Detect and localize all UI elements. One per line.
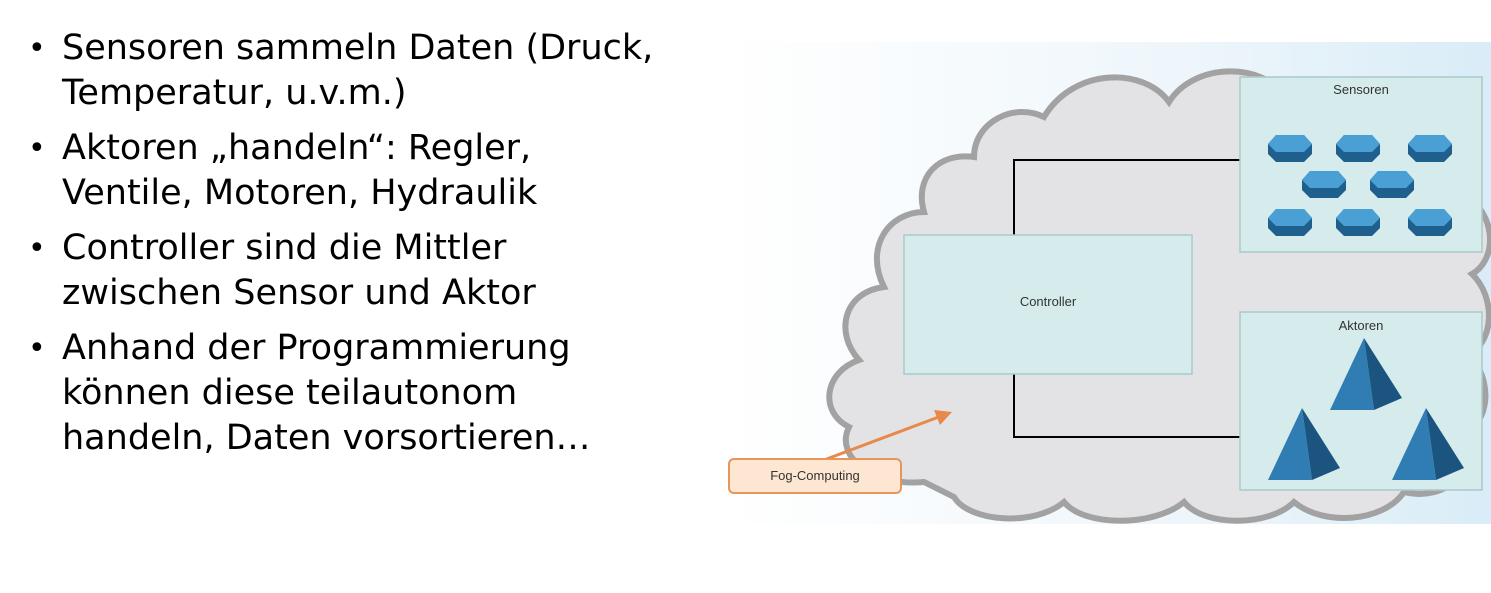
bullet-dot: • [28,131,46,166]
controller-label: Controller [1019,294,1077,309]
sensor-device-icon [1336,135,1380,162]
bullet-dot: • [28,31,46,66]
sensors-label: Sensoren [1333,82,1389,97]
actor-pyramid-icon [1392,408,1464,480]
bullet-line: können diese teilautonom [62,373,518,413]
bullet-item: • Anhand der Programmierung können diese… [20,326,710,461]
connector-actors [1013,374,1240,438]
bullet-line: Controller sind die Mittler [62,228,507,268]
actors-label: Aktoren [1338,318,1384,333]
bullet-line: Aktoren „handeln“: Regler, [62,128,532,168]
bullet-line: Temperatur, u.v.m.) [62,73,407,113]
bullet-dot: • [28,331,46,366]
sensor-devices [1268,135,1452,236]
actor-pyramid-icon [1268,408,1340,480]
sensor-device-icon [1336,209,1380,236]
sensor-device-icon [1268,209,1312,236]
bullet-item: • Controller sind die Mittler zwischen S… [20,226,710,316]
bullet-item: • Aktoren „handeln“: Regler, Ventile, Mo… [20,126,710,216]
sensor-device-icon [1268,135,1312,162]
bullet-line: handeln, Daten vorsortieren… [62,418,591,458]
fog-computing-label: Fog-Computing [728,458,902,494]
controller-box [903,234,1193,375]
fog-computing-diagram: Controller Sensoren Aktoren Fog-Computin… [724,42,1491,524]
actor-devices [1268,338,1464,480]
bullet-line: Ventile, Motoren, Hydraulik [62,173,538,213]
diagram-graphics [724,42,1491,524]
bullet-line: Sensoren sammeln Daten (Druck, [62,28,654,68]
sensor-device-icon [1370,171,1414,198]
sensor-device-icon [1302,171,1346,198]
sensor-device-icon [1408,135,1452,162]
bullet-list: • Sensoren sammeln Daten (Druck, Tempera… [20,26,710,471]
bullet-line: zwischen Sensor und Aktor [62,273,536,313]
fog-arrow [823,410,952,462]
connector-sensors [1013,159,1240,235]
bullet-dot: • [28,231,46,266]
bullet-item: • Sensoren sammeln Daten (Druck, Tempera… [20,26,710,116]
actor-pyramid-icon [1330,338,1402,410]
sensor-device-icon [1408,209,1452,236]
bullet-line: Anhand der Programmierung [62,328,571,368]
